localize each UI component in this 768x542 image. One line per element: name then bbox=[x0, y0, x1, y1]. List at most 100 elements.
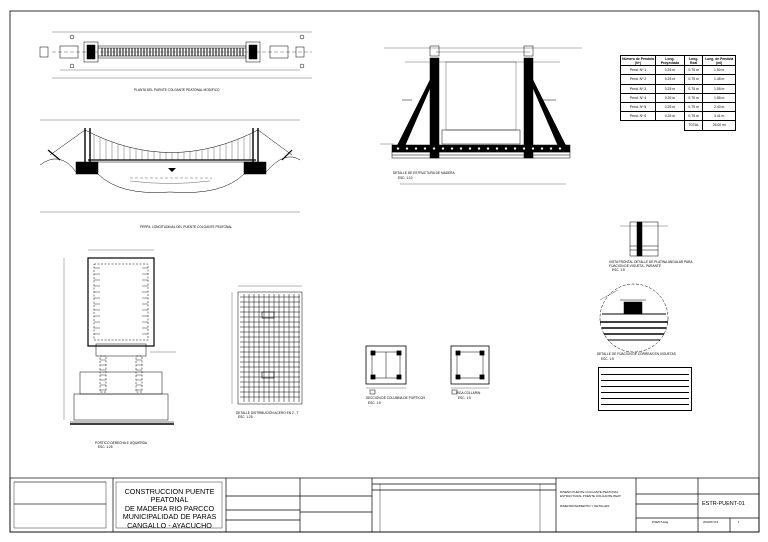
table-cell: Pend. Nº 2 bbox=[619, 74, 657, 85]
table-cell: 1.55 m bbox=[702, 83, 736, 94]
pendolas-header-cell: Long. de Péndola (ml) bbox=[702, 54, 736, 67]
plan-name-line: DIMENSIONAMIENTO Y DETALLES bbox=[560, 505, 610, 508]
table-cell: 1.50 m bbox=[702, 65, 736, 76]
rebar-scale: ESC. 1:25 bbox=[238, 415, 253, 419]
water-level-marker bbox=[168, 168, 176, 172]
wood-deck-bolt bbox=[423, 147, 427, 150]
sheet-code: ESTR-PUENT-01 bbox=[702, 501, 745, 507]
profile-drawing bbox=[39, 119, 301, 213]
clamp-detail-caption: DETALLE DE FIJACION DE CORREAS EN VIGUET… bbox=[597, 352, 676, 356]
project-title-line: MUNICIPALIDAD DE PARAS bbox=[122, 512, 217, 522]
column-section-drawing bbox=[365, 345, 407, 395]
project-title-line: DE MADERA RIO PARCCO bbox=[124, 503, 215, 513]
wood-deck-bolt bbox=[558, 147, 562, 150]
portal-caption: PORTICO DERECHA E IZQUIERDA bbox=[95, 441, 148, 445]
table-cell: 3.41 m bbox=[702, 111, 736, 122]
project-title-line: CANGALLO - AYACUCHO bbox=[127, 520, 212, 530]
plan-view-caption: PLANTA DEL PUENTE COLGANTE PEATONAL MODI… bbox=[134, 88, 220, 92]
pendolas-total-label: TOTAL bbox=[683, 120, 704, 131]
plan-name-line: ESTRUCTURAL PUENTE COLGANTE PEAT. bbox=[560, 495, 622, 498]
wood-deck-bolts bbox=[396, 147, 562, 150]
column-section-caption: SECCION DE COLUMNA DE PORTICOS bbox=[366, 396, 426, 400]
wood-deck-bolt bbox=[396, 147, 400, 150]
pendolas-total-row: TOTAL 25.00 ml bbox=[621, 120, 736, 131]
table-cell: 0.75 m bbox=[683, 83, 704, 94]
plate-detail-caption: VISTA FRONTAL DETALLE DE PLATINA ANGULAR… bbox=[609, 260, 693, 264]
table-cell: Pend. Nº 1 bbox=[619, 65, 657, 76]
plate-detail-scale: ESC. 1:5 bbox=[612, 268, 625, 272]
table-row: Pend. Nº 3 0.25 m 0.75 m 1.55 m bbox=[619, 83, 736, 94]
wood-deck-bolt bbox=[414, 147, 418, 150]
wood-deck-bolt bbox=[522, 147, 526, 150]
profile-hangers bbox=[93, 133, 251, 160]
table-cell: 0.25 m bbox=[655, 83, 685, 94]
table-cell: 0.75 m bbox=[683, 74, 704, 85]
table-row: Pend. Nº 2 0.25 m 0.75 m 1.45 m bbox=[619, 74, 736, 85]
table-cell: Pend. Nº 5 bbox=[619, 101, 657, 113]
profile-caption: PERFIL LONGITUDINAL DEL PUENTE COLGANTE … bbox=[140, 225, 233, 229]
rebar-distribution-drawing bbox=[231, 285, 303, 405]
table-cell: Pend. Nº 3 bbox=[619, 83, 657, 94]
pendolas-table: Número de Péndola (Nº) Long. Proyectada … bbox=[619, 54, 736, 131]
rebar-grid-marks bbox=[261, 311, 275, 379]
pendolas-header-cell: Long. Real bbox=[683, 54, 704, 67]
rebar-grid-bars bbox=[240, 294, 300, 402]
clamp-detail-scale: ESC. 1:5 bbox=[601, 357, 614, 361]
wood-deck-bolt bbox=[405, 147, 409, 150]
wood-deck-bolt bbox=[486, 147, 490, 150]
sheet-number: 1 bbox=[738, 521, 740, 524]
wood-deck-bolt bbox=[477, 147, 481, 150]
table-cell: 0.25 m bbox=[655, 92, 685, 103]
pendolas-header-row: Número de Péndola (Nº) Long. Proyectada … bbox=[619, 54, 736, 67]
file-name: PUENT.dwg bbox=[652, 521, 669, 524]
wood-structure-drawing bbox=[380, 45, 582, 185]
table-cell: 0.25 m bbox=[655, 65, 685, 76]
table-row: Pend. Nº 4 0.25 m 0.75 m 1.85 m bbox=[619, 92, 736, 103]
portal-drawing bbox=[63, 249, 176, 425]
table-cell: 0.75 m bbox=[683, 65, 704, 76]
table-row: Pend. Nº 5 0.25 m 0.75 m 2.40 m bbox=[619, 101, 736, 113]
table-row: Pend. Nº 1 0.25 m 0.75 m 1.50 m bbox=[619, 65, 736, 76]
table-cell: 0.25 m bbox=[655, 111, 685, 122]
column-section-scale: ESC. 1:5 bbox=[368, 401, 381, 405]
plan-anchor-blocks bbox=[39, 34, 305, 69]
pendolas-header-cell: Número de Péndola (Nº) bbox=[619, 54, 657, 67]
table-cell: 2.40 m bbox=[702, 101, 736, 113]
pendolas-header-cell: Long. Proyectada bbox=[655, 54, 685, 67]
notes-box bbox=[598, 367, 692, 411]
wood-deck-bolt bbox=[531, 147, 535, 150]
title-block-frame bbox=[9, 477, 760, 533]
wood-deck-bolt bbox=[540, 147, 544, 150]
wood-structure-scale: ESC. 1:10 bbox=[398, 176, 413, 180]
table-cell: 1.85 m bbox=[702, 92, 736, 103]
beam-section-scale: ESC. 1:5 bbox=[458, 396, 471, 400]
table-cell: 0.75 m bbox=[683, 111, 704, 122]
pendolas-total-value: 25.00 ml bbox=[702, 120, 736, 131]
wood-deck-bolt bbox=[513, 147, 517, 150]
plan-deck-boards bbox=[101, 48, 244, 56]
table-cell: 0.75 m bbox=[683, 101, 704, 113]
wood-deck-bolt bbox=[468, 147, 472, 150]
table-cell: Pend. Nº 6 bbox=[619, 111, 657, 122]
portal-rebar-links bbox=[94, 267, 148, 391]
project-title-line: CONSTRUCCION PUENTE PEATONAL bbox=[124, 487, 215, 505]
portal-scale: ESC. 1:25 bbox=[98, 445, 113, 449]
wood-deck-bolt bbox=[459, 147, 463, 150]
plan-name-line: DISEÑO PUENTE COLGANTE PEATONAL bbox=[560, 491, 619, 494]
wood-structure-caption: DETALLE DE ESTRUCTURA DE MADERA bbox=[393, 171, 455, 175]
clamp-detail-drawing bbox=[599, 283, 669, 353]
wood-deck-bolt bbox=[495, 147, 499, 150]
project-title: CONSTRUCCION PUENTE PEATONAL DE MADERA R… bbox=[113, 487, 226, 530]
wood-deck-bolt bbox=[549, 147, 553, 150]
beam-section-drawing bbox=[450, 345, 490, 395]
beam-section-caption: VIGA COLLARIN bbox=[456, 391, 481, 395]
wood-deck-bolt bbox=[441, 147, 445, 150]
table-cell: 0.25 m bbox=[655, 101, 685, 113]
wood-deck-bolt bbox=[504, 147, 508, 150]
table-cell: 1.45 m bbox=[702, 74, 736, 85]
table-cell: 0.75 m bbox=[683, 92, 704, 103]
table-cell: Pend. Nº 4 bbox=[619, 92, 657, 103]
table-row: Pend. Nº 6 0.25 m 0.75 m 3.41 m bbox=[619, 111, 736, 122]
wood-deck-bolt bbox=[450, 147, 454, 150]
